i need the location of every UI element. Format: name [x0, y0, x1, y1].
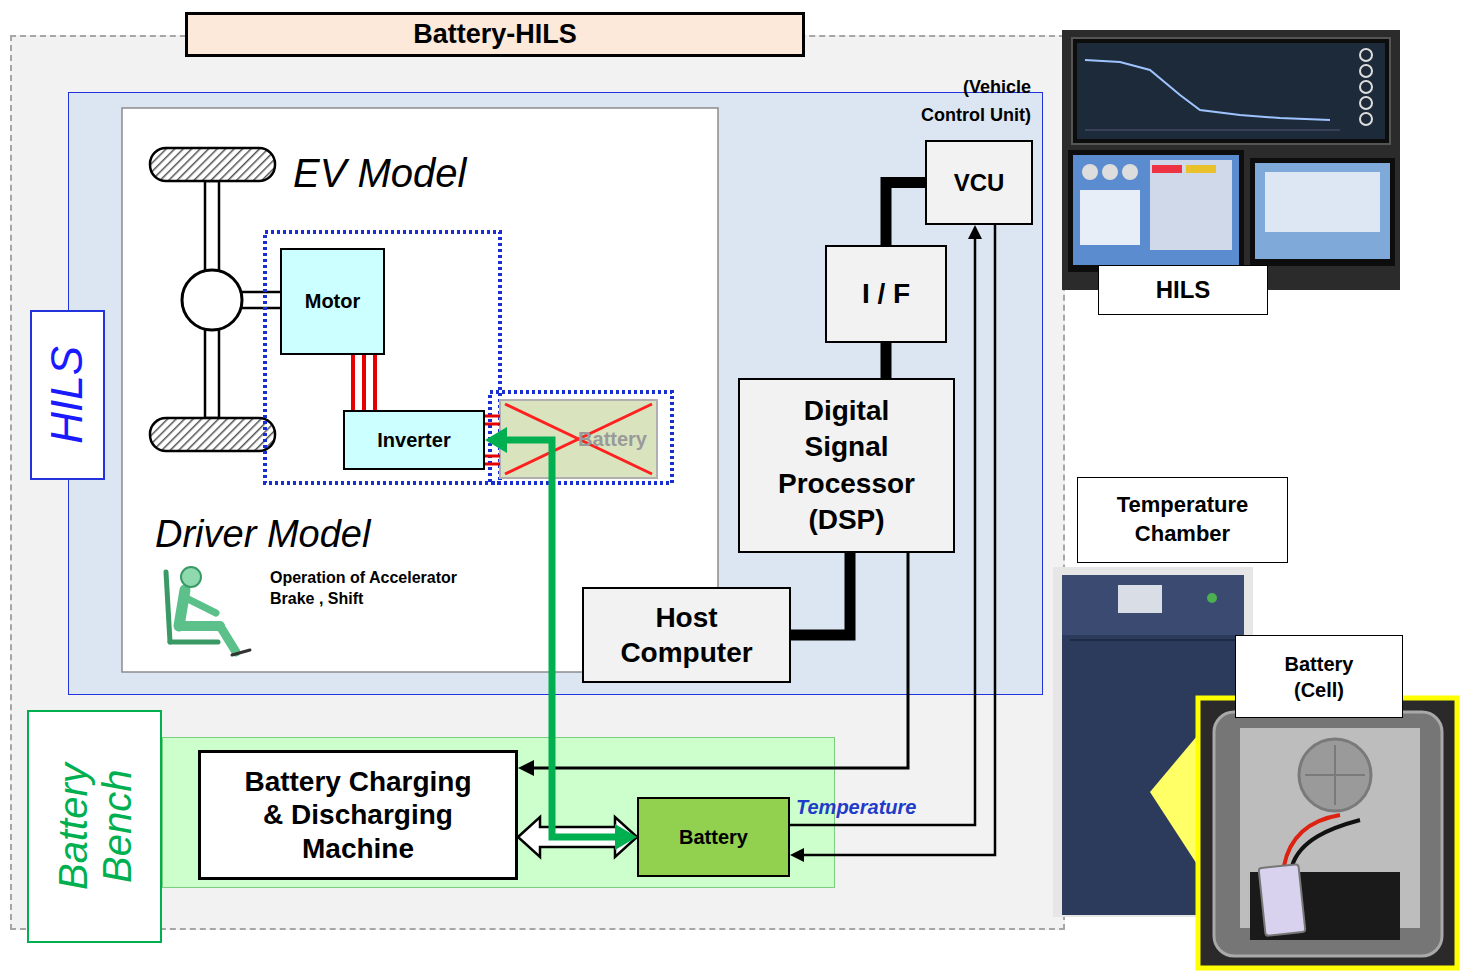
caption-text: HILS: [1156, 276, 1211, 304]
system-region: Battery-HILSHILSEV ModelMotorInverterBat…: [10, 35, 1065, 930]
box-label: Inverter: [377, 429, 450, 452]
removed-battery-fill: [500, 400, 657, 478]
box-label: Battery Charging & Discharging Machine: [236, 765, 481, 866]
title-banner: Battery-HILS: [185, 12, 805, 57]
driver-model-group: Driver ModelOperation of Accelerator Bra…: [135, 505, 528, 657]
dotted-group: [490, 392, 672, 483]
battery-bench-region: Battery BenchBattery Charging & Discharg…: [162, 737, 835, 888]
axle: [205, 181, 219, 418]
signal-arrow: [790, 225, 995, 862]
driver-figure: [166, 567, 250, 655]
bus-line: [886, 343, 887, 378]
box-label: Battery: [679, 826, 748, 849]
component-box: Motor: [280, 248, 385, 355]
model-panel: [122, 108, 718, 672]
region-label: Battery Bench: [51, 724, 139, 929]
note-block: Operation of Accelerator Brake , Shift: [270, 568, 502, 610]
interface-box: I / F: [825, 245, 947, 343]
cross-mark: [505, 404, 652, 474]
three-phase-wires: [353, 355, 375, 410]
dc-wires: [485, 416, 500, 464]
note-text: Operation of Accelerator Brake , Shift: [270, 568, 490, 610]
heading-text: (Vehicle Control Unit): [901, 74, 1031, 130]
control-unit-box: (Vehicle Control Unit)VCU: [925, 140, 1033, 225]
cross-mark: [505, 404, 652, 474]
greyed-label: Battery: [578, 428, 647, 451]
hils-photo: [1062, 30, 1400, 290]
processor-box: Digital Signal Processor (DSP): [738, 378, 955, 553]
computer-box: Host Computer: [582, 587, 791, 683]
box-label: Digital Signal Processor (DSP): [764, 393, 929, 539]
machine-box: Battery Charging & Discharging Machine: [198, 750, 518, 880]
chamber-photo: [1053, 567, 1253, 917]
box-label: VCU: [954, 169, 1005, 197]
unit-heading: (Vehicle Control Unit): [861, 74, 1031, 130]
region-label: HILS: [43, 346, 91, 444]
box-label: I / F: [862, 278, 910, 310]
component-box: Inverter: [343, 410, 485, 470]
dotted-group: [265, 232, 500, 483]
box-label: Motor: [305, 290, 361, 313]
edge-label: Temperature: [796, 795, 916, 819]
ev-model-group: EV ModelMotorInverter Battery: [135, 137, 705, 493]
photo-caption-box: HILS: [1098, 265, 1268, 315]
group-label: Driver Model: [155, 513, 370, 556]
drive-shaft: [240, 292, 282, 308]
photo-caption-box: Temperature Chamber: [1077, 477, 1288, 563]
title-text: Battery-HILS: [413, 19, 577, 50]
differential: [182, 270, 242, 330]
caption-text: Temperature Chamber: [1093, 491, 1273, 548]
bus-line: [791, 553, 850, 635]
region-label-box: Battery Bench: [27, 710, 162, 943]
group-title: EV Model: [293, 148, 466, 198]
bus-line: [886, 183, 925, 246]
wheel: [150, 148, 275, 181]
region-label-box: HILS: [30, 310, 105, 480]
photo-caption-box: Battery (Cell): [1235, 635, 1403, 718]
group-title: Driver Model: [155, 510, 370, 558]
power-arrow: [518, 817, 637, 857]
group-label: EV Model: [293, 151, 466, 196]
power-flow-arrow: [485, 427, 637, 850]
caption-text: Battery (Cell): [1264, 651, 1374, 703]
hils-region: HILSEV ModelMotorInverterBatteryDriver M…: [68, 92, 1043, 695]
removed-battery-box: Battery: [500, 400, 657, 478]
signal-arrow: [790, 225, 982, 825]
signal-arrow: [518, 553, 908, 776]
wheel: [150, 418, 275, 451]
box-label: Host Computer: [594, 600, 779, 670]
callout-pointer: [1150, 730, 1202, 872]
battery-cell-photo: [1198, 698, 1457, 968]
battery-box: Battery: [637, 797, 790, 877]
